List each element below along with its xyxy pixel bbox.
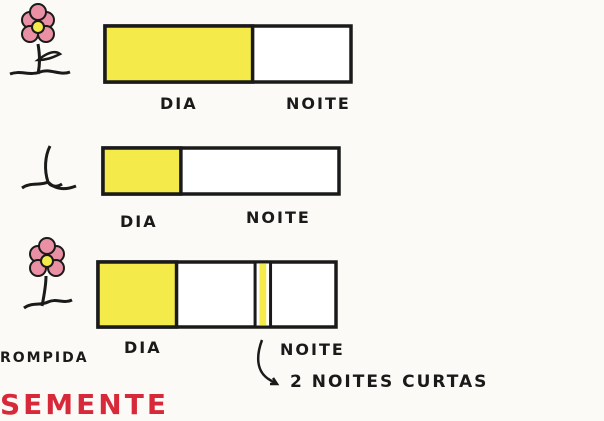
row2-night-label: NOITE: [246, 208, 311, 227]
flowering-plant-icon: [10, 4, 70, 74]
flowering-plant-icon: [24, 238, 72, 308]
cut-off-label-left: ROMPIDA: [0, 350, 89, 366]
row2-day-label: DIA: [120, 212, 158, 231]
light-dark-bars: [98, 26, 351, 327]
row1-day-label: DIA: [160, 94, 198, 113]
row2-day-segment: [103, 148, 181, 194]
photoperiod-diagram: DIA NOITE DIA NOITE ROMPIDA DIA NOITE 2 …: [0, 0, 604, 409]
sprout-icon: [22, 146, 76, 189]
row3-day-label: DIA: [124, 338, 162, 357]
row3-light-flash: [259, 264, 266, 325]
short-nights-annotation: 2 NOITES CURTAS: [290, 372, 488, 392]
row1-day-segment: [105, 26, 253, 82]
bottom-red-heading: SEMENTE: [0, 388, 169, 421]
row3-night-label: NOITE: [280, 340, 345, 359]
row1-night-label: NOITE: [286, 94, 351, 113]
annotation-arrow: [258, 340, 276, 384]
row3-day-segment: [98, 262, 177, 327]
